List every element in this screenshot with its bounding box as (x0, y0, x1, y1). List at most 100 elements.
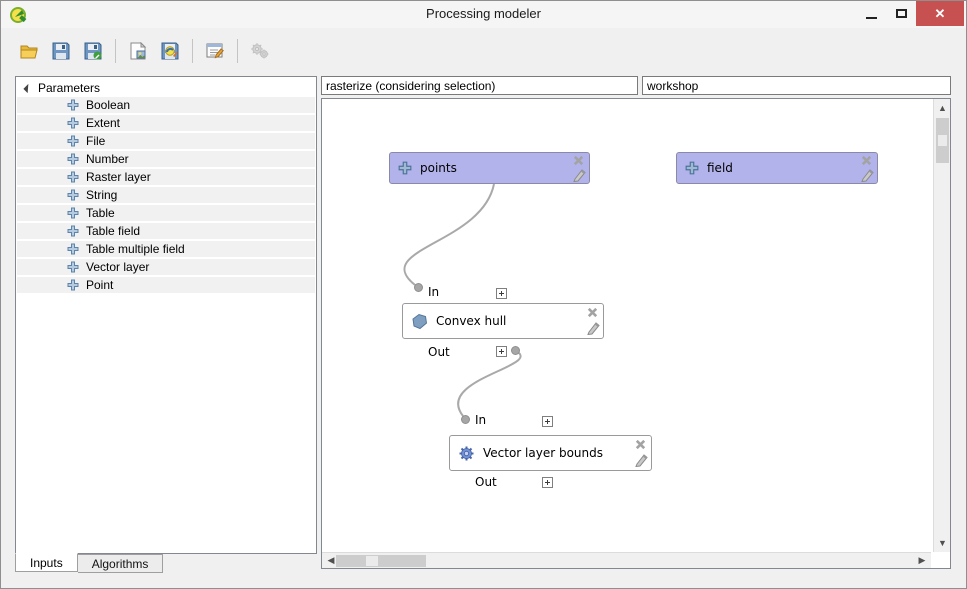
vertical-scroll-thumb[interactable] (936, 118, 949, 163)
delete-node-icon[interactable] (572, 154, 585, 167)
export-image-icon (130, 42, 147, 60)
edit-node-icon[interactable] (634, 452, 649, 467)
scroll-up-icon[interactable]: ▲ (938, 103, 947, 113)
export-as-python-script-button[interactable] (156, 37, 184, 65)
model-group-input[interactable] (642, 76, 951, 95)
tree-item-string[interactable]: String (17, 187, 315, 203)
model-canvas[interactable]: points field In Convex hull (321, 98, 951, 569)
tree-item-label: Table field (86, 224, 141, 238)
node-convex-hull[interactable]: Convex hull (402, 303, 604, 339)
algorithm-gear-icon (459, 446, 474, 460)
node-label: field (707, 161, 733, 175)
maximize-icon (895, 9, 907, 18)
input-anchor-dot[interactable] (414, 283, 423, 292)
tab-inputs[interactable]: Inputs (15, 553, 78, 572)
run-model-button[interactable] (246, 37, 274, 65)
tree-item-extent[interactable]: Extent (17, 115, 315, 131)
add-parameter-icon (67, 99, 79, 111)
close-button[interactable]: ✕ (916, 1, 964, 26)
node-vector-layer-bounds[interactable]: Vector layer bounds (449, 435, 652, 471)
connection-lines (403, 183, 522, 417)
add-parameter-icon (67, 171, 79, 183)
add-parameter-icon (67, 189, 79, 201)
canvas-vertical-scrollbar[interactable]: ▲ ▼ (933, 99, 950, 552)
tree-item-label: Point (86, 278, 114, 292)
model-name-input[interactable] (321, 76, 638, 95)
parameter-plus-icon (398, 161, 412, 175)
tree-item-file[interactable]: File (17, 133, 315, 149)
save-model-as-button[interactable] (79, 37, 107, 65)
canvas-horizontal-scrollbar[interactable]: ◀ ▶ (322, 552, 931, 568)
in-label: In (428, 285, 440, 299)
edit-model-help-button[interactable] (201, 37, 229, 65)
edit-node-icon[interactable] (860, 167, 875, 182)
parameters-tree: Parameters Boolean Extent File Number Ra… (17, 79, 315, 295)
expand-outputs-toggle[interactable] (496, 346, 507, 357)
tree-root-label: Parameters (38, 81, 101, 95)
save-as-icon (84, 42, 102, 60)
toolbar-separator (237, 39, 238, 63)
open-model-button[interactable] (15, 37, 43, 65)
tab-algorithms[interactable]: Algorithms (77, 554, 164, 573)
maximize-button[interactable] (886, 1, 916, 26)
tree-item-point[interactable]: Point (17, 277, 315, 293)
add-parameter-icon (67, 261, 79, 273)
tree-expand-arrow-icon[interactable] (23, 83, 33, 93)
add-parameter-icon (67, 153, 79, 165)
tree-item-label: Boolean (86, 98, 131, 112)
panel-tabs: Inputs Algorithms (15, 553, 164, 573)
delete-node-icon[interactable] (634, 438, 647, 451)
tree-item-raster-layer[interactable]: Raster layer (17, 169, 315, 185)
tree-item-label: Number (86, 152, 129, 166)
save-icon (52, 42, 70, 60)
scroll-grip (366, 556, 378, 566)
scroll-grip (938, 135, 947, 146)
tree-item-label: String (86, 188, 118, 202)
input-anchor-dot[interactable] (461, 415, 470, 424)
window-title: Processing modeler (426, 6, 541, 21)
tree-item-vector-layer[interactable]: Vector layer (17, 259, 315, 275)
output-anchor-dot[interactable] (511, 346, 520, 355)
minimize-button[interactable] (856, 1, 886, 26)
add-parameter-icon (67, 279, 79, 291)
edit-node-icon[interactable] (586, 320, 601, 335)
convex-hull-icon (412, 313, 428, 329)
tree-item-table-field[interactable]: Table field (17, 223, 315, 239)
horizontal-scroll-thumb[interactable] (336, 555, 426, 567)
add-parameter-icon (67, 243, 79, 255)
out-label: Out (475, 475, 497, 489)
tree-item-table[interactable]: Table (17, 205, 315, 221)
tree-item-label: File (86, 134, 106, 148)
delete-node-icon[interactable] (586, 306, 599, 319)
open-folder-icon (20, 45, 38, 58)
expand-inputs-toggle[interactable] (496, 288, 507, 299)
tree-item-number[interactable]: Number (17, 151, 315, 167)
out-label: Out (428, 345, 450, 359)
toolbar-separator (192, 39, 193, 63)
export-as-image-button[interactable] (124, 37, 152, 65)
scroll-right-icon[interactable]: ▶ (918, 555, 926, 565)
scroll-left-icon[interactable]: ◀ (327, 555, 335, 565)
tree-item-boolean[interactable]: Boolean (17, 97, 315, 113)
save-model-button[interactable] (47, 37, 75, 65)
node-label: Vector layer bounds (483, 446, 604, 460)
parameter-plus-icon (685, 161, 699, 175)
tree-root-parameters[interactable]: Parameters (17, 79, 315, 97)
node-points[interactable]: points (389, 152, 590, 184)
tree-item-label: Vector layer (86, 260, 150, 274)
canvas-content: points field In Convex hull (322, 99, 931, 552)
delete-node-icon[interactable] (860, 154, 873, 167)
add-parameter-icon (67, 135, 79, 147)
scroll-down-icon[interactable]: ▼ (938, 538, 947, 548)
add-parameter-icon (67, 117, 79, 129)
expand-inputs-toggle[interactable] (542, 416, 553, 427)
edit-node-icon[interactable] (572, 167, 587, 182)
tree-item-label: Extent (86, 116, 121, 130)
node-field[interactable]: field (676, 152, 878, 184)
close-icon: ✕ (934, 6, 946, 21)
tree-item-table-multiple-field[interactable]: Table multiple field (17, 241, 315, 257)
expand-outputs-toggle[interactable] (542, 477, 553, 488)
add-parameter-icon (67, 207, 79, 219)
title-bar: Processing modeler ✕ (1, 1, 966, 28)
